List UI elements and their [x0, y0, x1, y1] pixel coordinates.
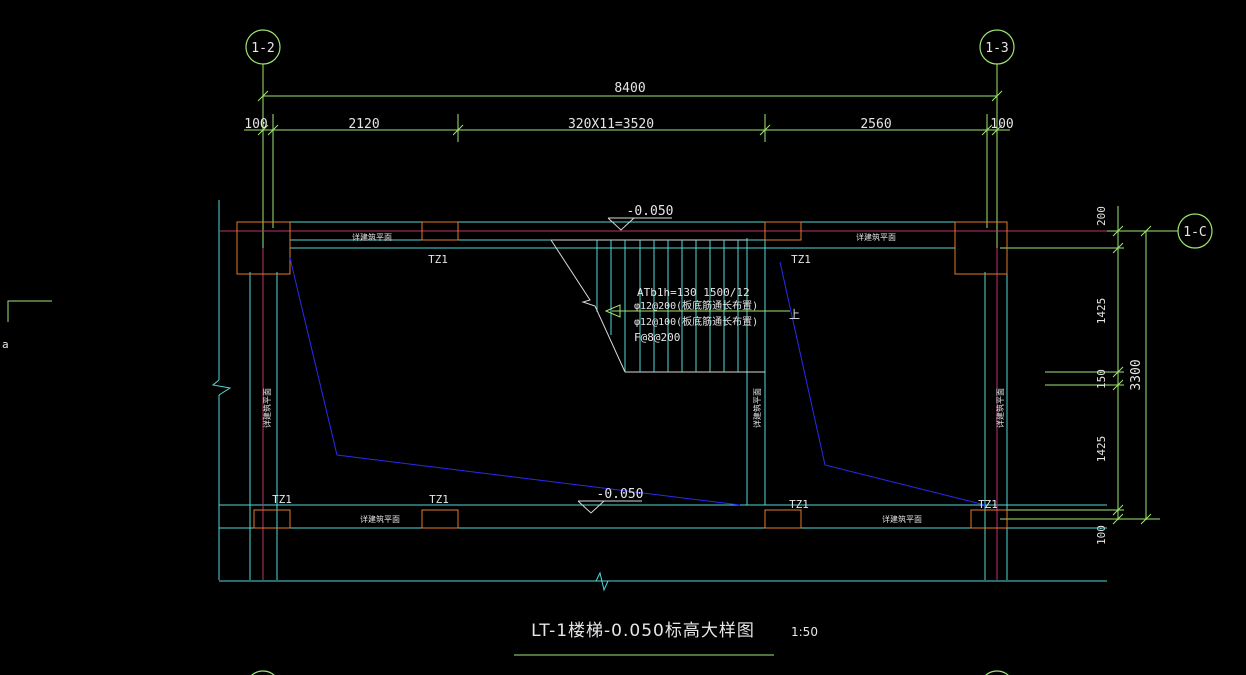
tz1-label-bottom-right-2: TZ1: [978, 498, 998, 511]
tz1-label-bottom-left-1: TZ1: [272, 493, 292, 506]
dim-right-4: 1425: [1095, 436, 1108, 463]
tz1-label-bottom-left-2: TZ1: [429, 493, 449, 506]
drawing-scale: 1:50: [791, 625, 818, 639]
dim-seg-2: 320X11=3520: [568, 117, 654, 132]
ref-note-top-left: 详建筑平面: [352, 232, 392, 242]
dim-right-2: 1425: [1095, 298, 1108, 325]
stair-up-tag: 上: [789, 308, 800, 321]
dim-right-1: 200: [1095, 206, 1108, 226]
grid-label-1-2: 1-2: [251, 41, 274, 56]
level-bottom-text: -0.050: [597, 487, 644, 502]
wall-lines: [219, 230, 1107, 580]
level-marker-top: -0.050: [607, 204, 674, 231]
dim-right-offset: 100: [990, 117, 1013, 132]
dim-seg-1: 2120: [348, 117, 379, 132]
top-dimensions: 8400 100 2120 320X11=3520 2560 100: [244, 81, 1014, 228]
beams: [211, 200, 1107, 592]
dim-right-3: 150: [1095, 369, 1108, 389]
beam-labels: TZ1 TZ1 TZ1 TZ1 TZ1 TZ1: [272, 253, 998, 511]
grid-label-1-c: 1-C: [1183, 225, 1206, 240]
dim-seg-3: 2560: [860, 117, 891, 132]
dim-right-5: 100: [1095, 525, 1108, 545]
left-edge-fragment: a: [2, 300, 52, 351]
dim-total-width: 8400: [614, 81, 645, 96]
ref-note-side-left: 详建筑平面: [262, 388, 272, 428]
ref-note-bottom-right: 详建筑平面: [882, 514, 922, 524]
stair-steps: 上: [550, 239, 800, 373]
dim-right-total: 3300: [1129, 359, 1144, 390]
stair-note-1: ATb1h=130 1500/12: [637, 286, 750, 299]
ref-note-side-mid: 详建筑平面: [752, 388, 762, 428]
stair-note-4: F@8@200: [634, 331, 680, 344]
drawing-title: LT-1楼梯-0.050标高大样图: [531, 621, 755, 641]
level-marker-bottom: -0.050: [577, 487, 644, 514]
ref-note-bottom-left: 详建筑平面: [360, 514, 400, 524]
dim-left-offset: 100: [244, 117, 267, 132]
slab-outlines: [289, 257, 986, 506]
stair-annotations: ATb1h=130 1500/12 φ12@200(板底筋通长布置) φ12@1…: [634, 286, 758, 344]
stair-note-2: φ12@200(板底筋通长布置): [634, 299, 758, 312]
tz1-label-top-left: TZ1: [428, 253, 448, 266]
right-dimensions: 200 1425 150 1425 100 3300: [1000, 206, 1160, 545]
reference-notes: 详建筑平面 详建筑平面 详建筑平面 详建筑平面 详建筑平面 详建筑平面 详建筑平…: [262, 232, 1005, 524]
level-top-text: -0.050: [627, 204, 674, 219]
ref-note-top-right: 详建筑平面: [856, 232, 896, 242]
stair-note-3: φ12@100(板底筋通长布置): [634, 315, 758, 328]
grid-bubbles-bottom: [251, 670, 1009, 675]
ref-note-side-right: 详建筑平面: [995, 388, 1005, 428]
left-edge-label: a: [2, 338, 9, 351]
drawing-title-block: LT-1楼梯-0.050标高大样图 1:50: [514, 621, 818, 656]
grid-label-1-3: 1-3: [985, 41, 1008, 56]
tz1-label-top-right: TZ1: [791, 253, 811, 266]
columns: [236, 221, 1008, 529]
tz1-label-bottom-right-1: TZ1: [789, 498, 809, 511]
